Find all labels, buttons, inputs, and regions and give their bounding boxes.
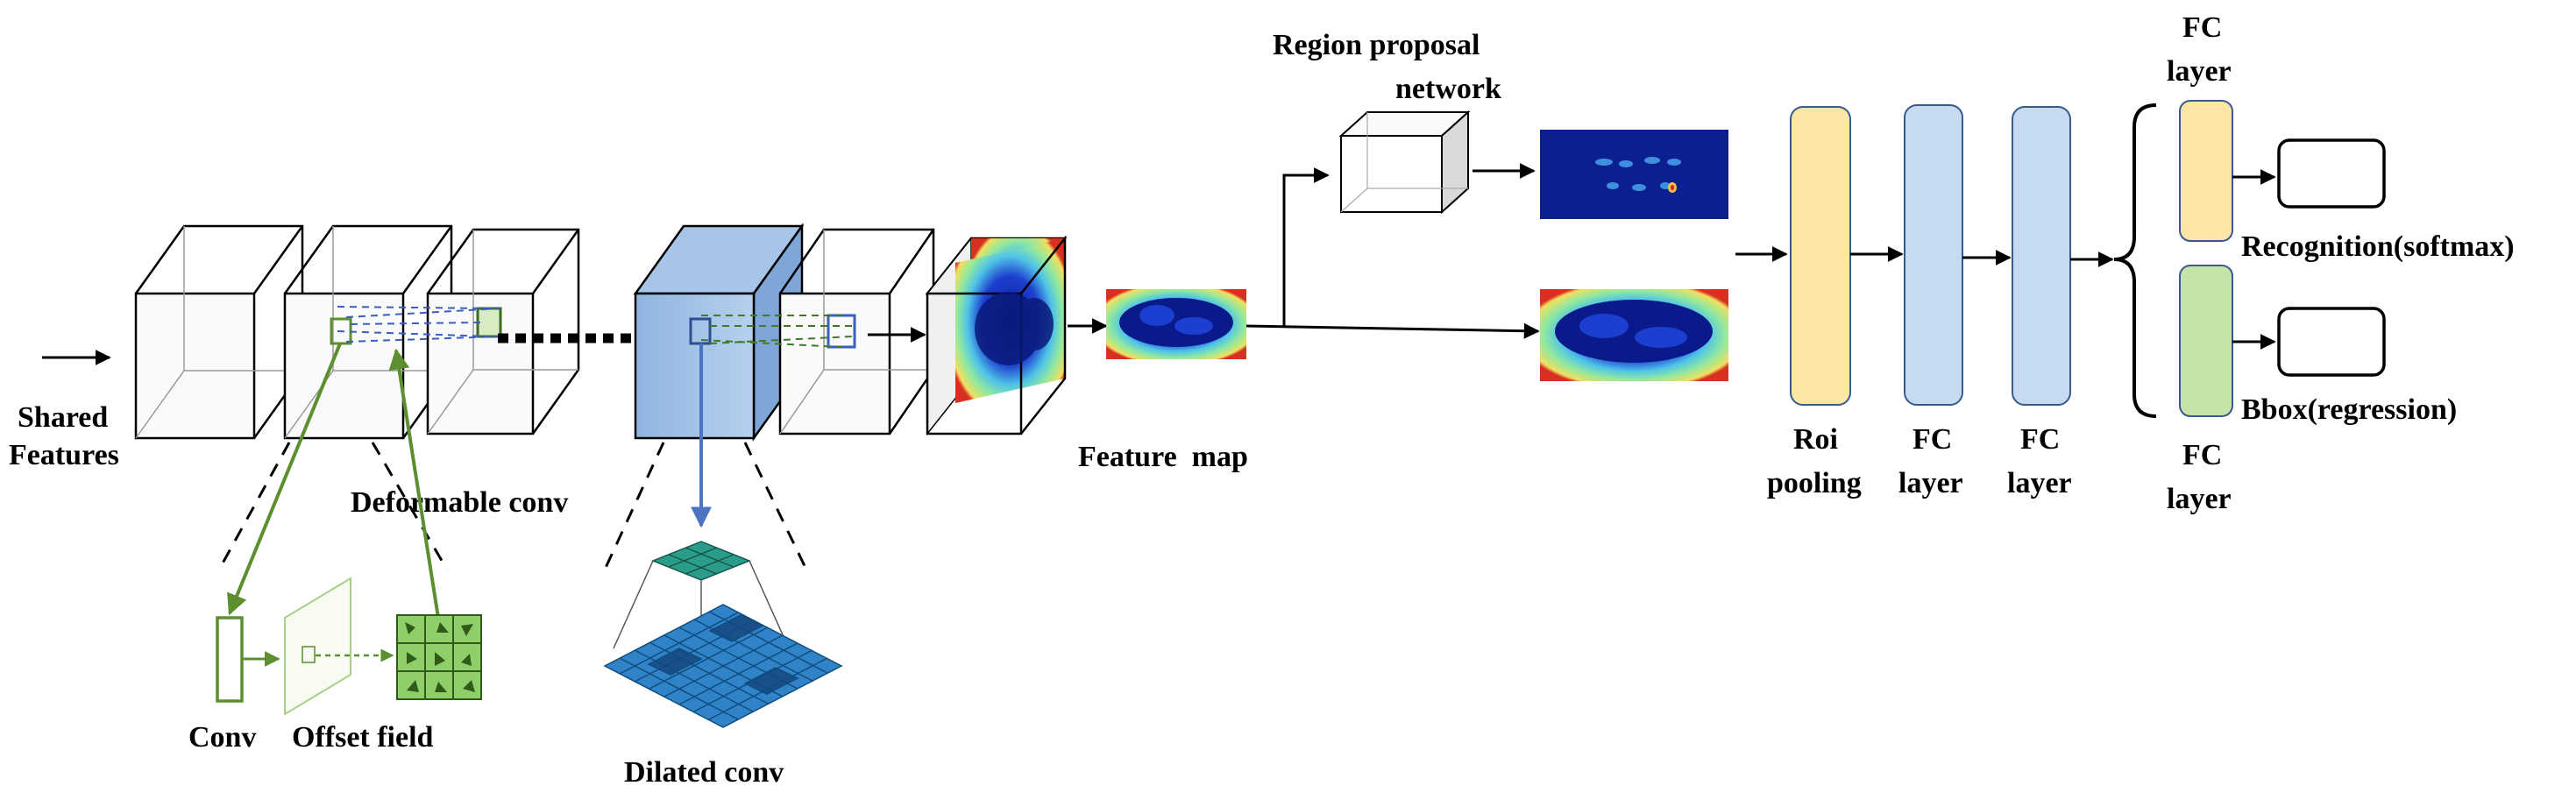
roi-label-1: Roi xyxy=(1793,423,1838,456)
fc-head-top-block xyxy=(2179,100,2233,242)
shared-features-label-2: Features xyxy=(9,439,119,471)
dilated-conv-label: Dilated conv xyxy=(624,756,784,789)
fc-top-label-2: layer xyxy=(2167,55,2232,88)
roi-label-2: pooling xyxy=(1767,467,1862,499)
dilated-projection-lines xyxy=(700,315,853,348)
split-arrows xyxy=(1245,167,1540,339)
fc-bottom-label-2: layer xyxy=(2167,483,2232,515)
deform-green-arrows xyxy=(227,343,440,619)
roi-feature-map-image xyxy=(1540,289,1728,381)
fc2-label-1: FC xyxy=(2020,423,2060,456)
feature-map-label: Feature map xyxy=(1078,441,1248,473)
conv-label: Conv xyxy=(188,721,256,754)
deform-kernel-target xyxy=(476,307,502,338)
heatmap-cube-blobs xyxy=(975,292,1054,365)
fc-head-bottom-block xyxy=(2179,265,2233,417)
offset-field-plane xyxy=(284,577,351,716)
fc2-label-2: layer xyxy=(2007,467,2072,499)
rpn-cube xyxy=(1338,110,1471,215)
feature-cube-1 xyxy=(134,224,304,440)
deformable-conv-label: Deformable conv xyxy=(351,486,568,519)
dilated-top-kernel xyxy=(650,541,752,581)
deformable-zoom-lines xyxy=(217,442,449,570)
rpn-label-2: network xyxy=(1395,73,1501,105)
feature-cube-4-dilated xyxy=(633,223,805,442)
recognition-label: Recognition(softmax) xyxy=(2241,230,2515,263)
rpn-label-1: Region proposal xyxy=(1273,29,1480,61)
feature-map-image xyxy=(1106,289,1246,359)
conv-kernel-block xyxy=(216,616,244,703)
deform-projection-lines xyxy=(337,306,500,343)
fc-top-label-1: FC xyxy=(2182,11,2222,44)
fc1-label-1: FC xyxy=(1912,423,1952,456)
bbox-label: Bbox(regression) xyxy=(2241,393,2457,426)
proposal-map-image xyxy=(1540,130,1728,219)
recognition-output-box xyxy=(2277,138,2386,209)
fc-bottom-label-1: FC xyxy=(2182,439,2222,471)
fc1-label-2: layer xyxy=(1898,467,1963,499)
feature-cube-3 xyxy=(426,228,580,435)
offset-field-label: Offset field xyxy=(292,721,434,754)
shared-features-label-1: Shared xyxy=(18,401,108,434)
bbox-output-box xyxy=(2277,307,2386,377)
feature-cube-5 xyxy=(778,228,935,435)
dilated-input-grid xyxy=(603,604,843,728)
head-split-brace xyxy=(2113,103,2157,418)
offset-grid-arrows xyxy=(405,622,475,692)
roi-pooling-block xyxy=(1790,106,1851,406)
fc-layer-2-block xyxy=(2012,106,2071,406)
fc-layer-1-block xyxy=(1904,104,1963,406)
